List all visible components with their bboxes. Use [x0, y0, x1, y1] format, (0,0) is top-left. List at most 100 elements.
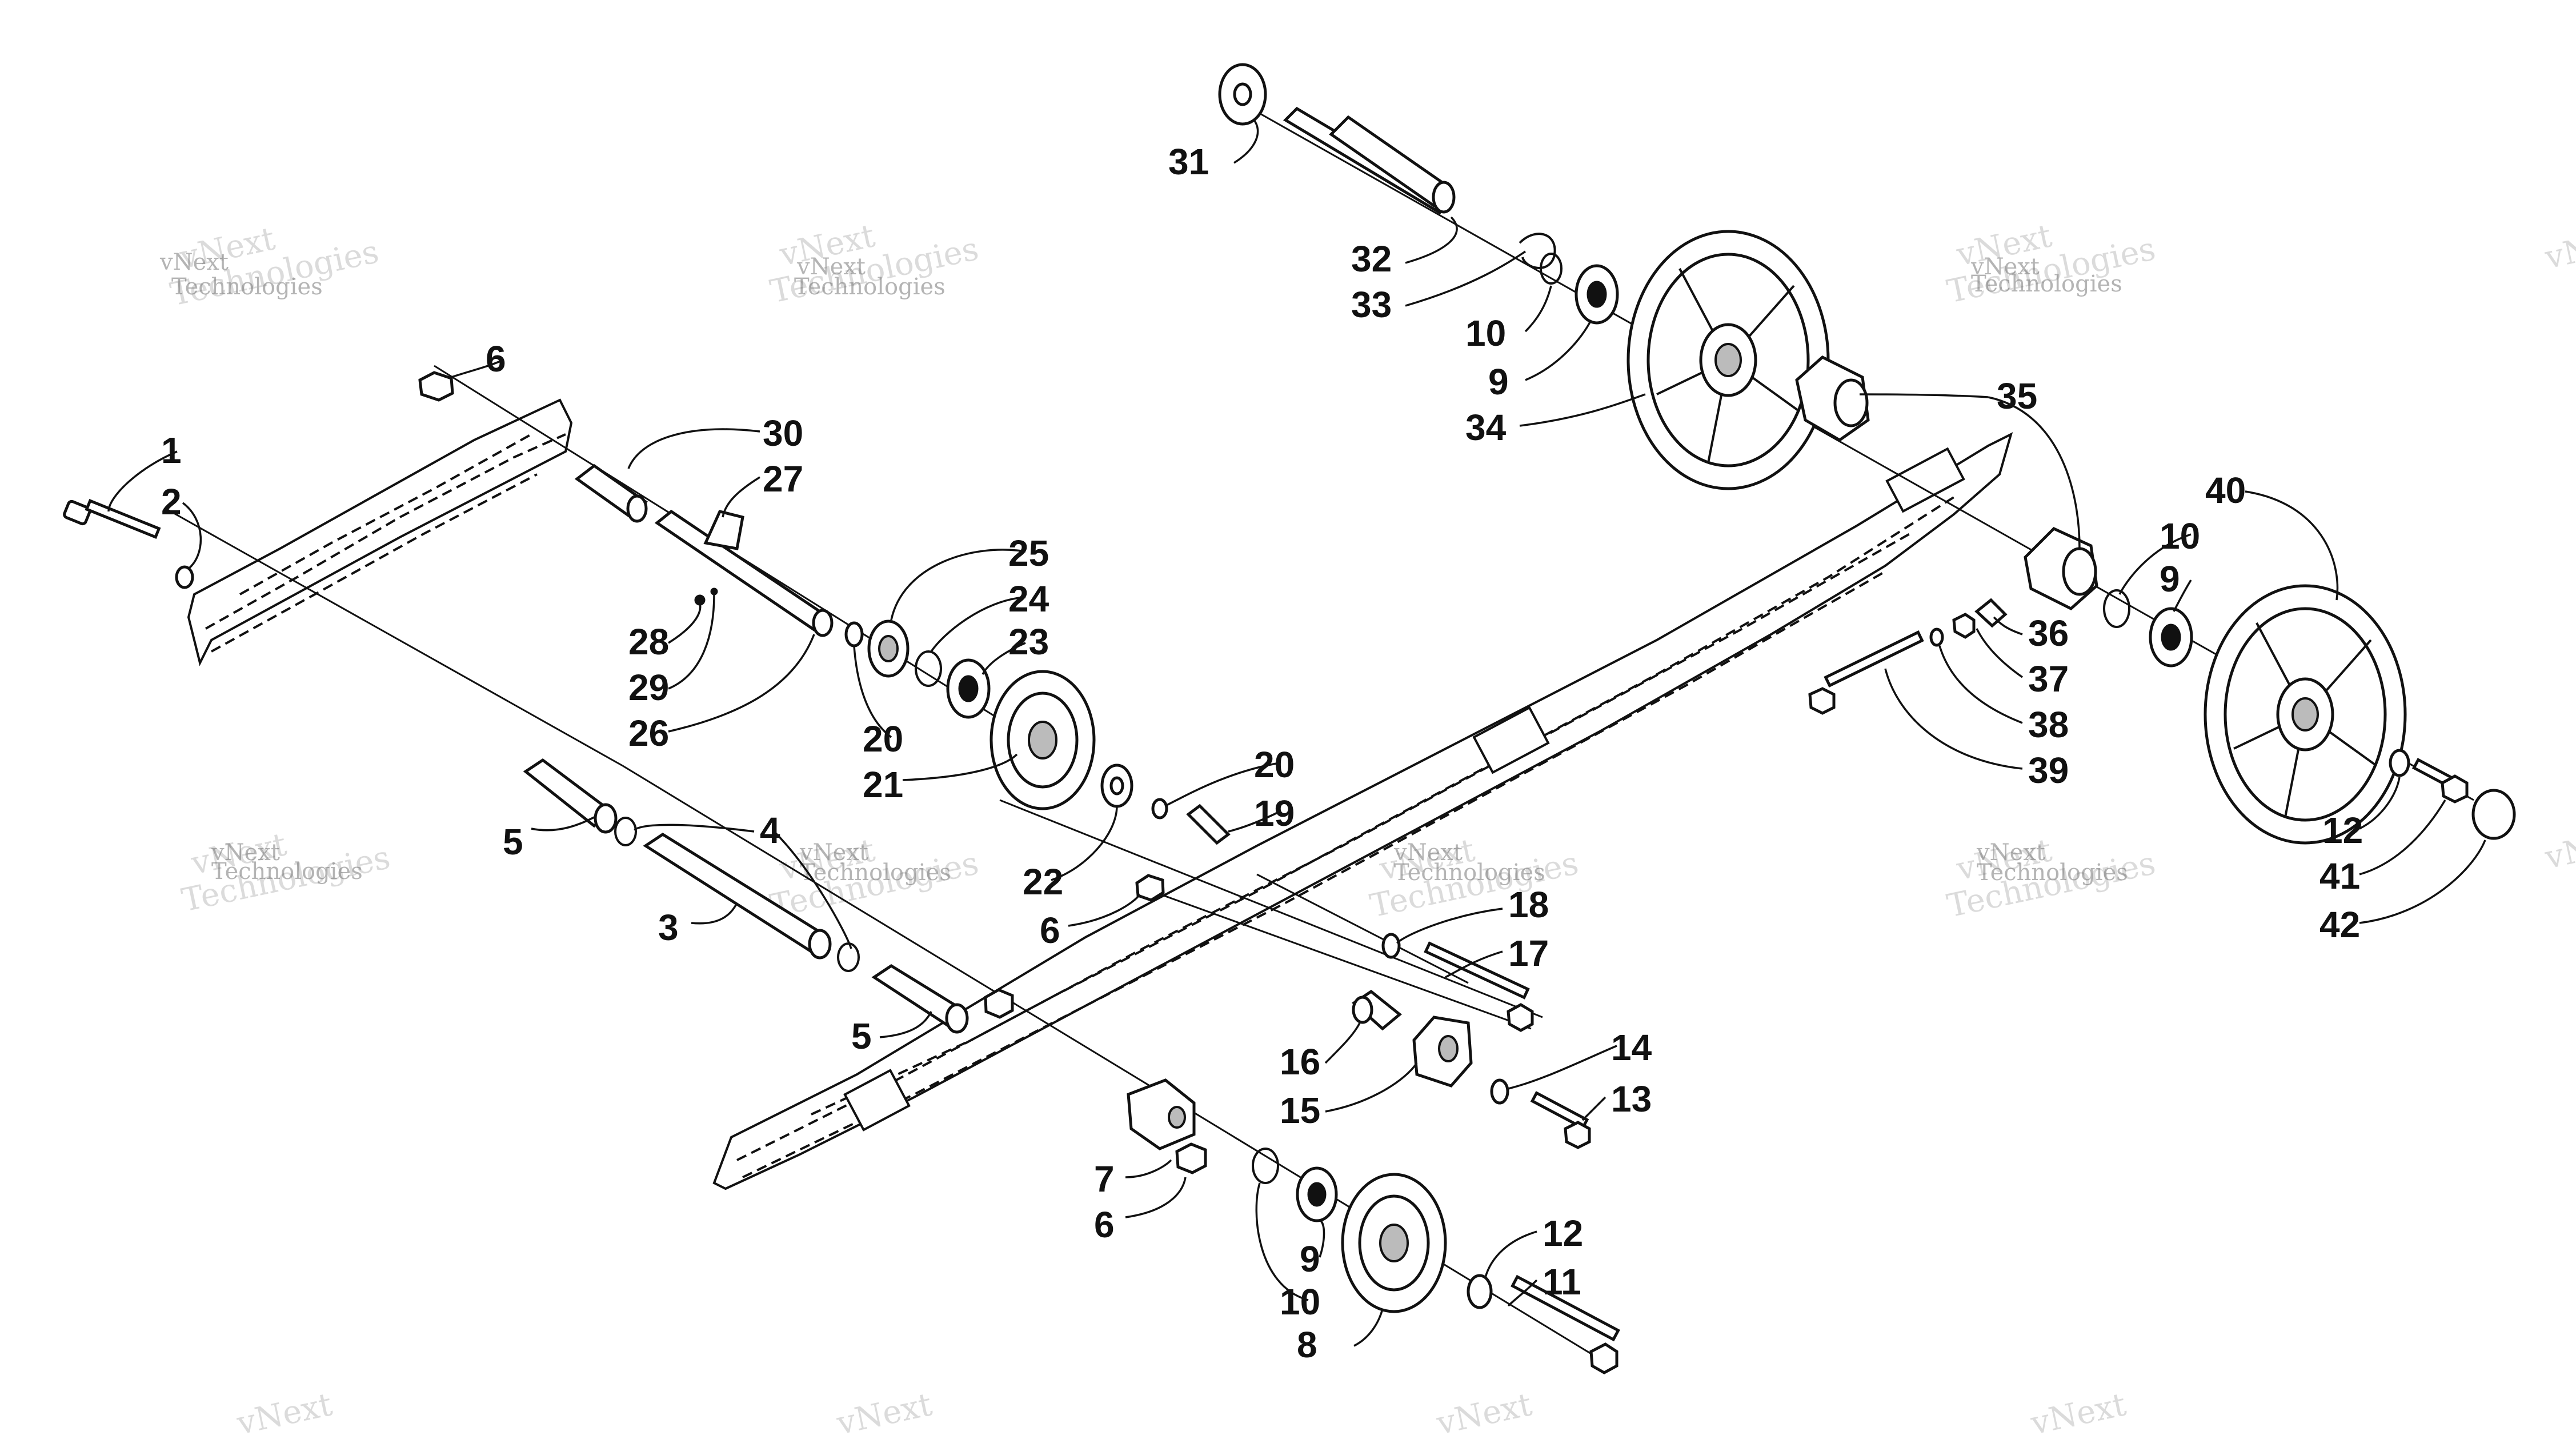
part-5-sleeve — [523, 758, 618, 834]
part-2-washer — [175, 565, 194, 589]
callout-label: 12 — [1543, 1213, 1583, 1254]
part-6-nut-c — [984, 988, 1014, 1019]
svg-text:vNext: vNext — [159, 249, 229, 275]
callout-label: 26 — [628, 713, 669, 754]
part-3-tube — [643, 833, 832, 960]
callout-label: 5 — [851, 1016, 872, 1057]
part-1-bolt — [63, 498, 161, 539]
svg-text:vNext: vNext — [799, 840, 868, 866]
watermark: vNext — [833, 1386, 935, 1442]
callout-label: 15 — [1280, 1090, 1320, 1131]
callout-label: 14 — [1611, 1027, 1652, 1068]
part-17-bolt — [1424, 941, 1534, 1032]
callout-label: 20 — [863, 718, 903, 760]
callout-label: 7 — [1094, 1158, 1115, 1200]
svg-text:Technologies: Technologies — [1977, 860, 2128, 886]
leader-lines — [107, 119, 2486, 1347]
callout-label: 37 — [2028, 658, 2069, 699]
callout-label: 13 — [1611, 1078, 1652, 1120]
callout-label: 31 — [1168, 141, 1209, 182]
part-18-washer — [1381, 933, 1401, 959]
part-14-washer — [1490, 1078, 1509, 1105]
part-37-nut — [1952, 613, 1976, 639]
part-24-snap-ring — [915, 650, 942, 687]
part-41-bolt — [2411, 758, 2469, 804]
callout-label: 1 — [161, 430, 182, 471]
callout-label: 28 — [628, 621, 669, 662]
part-6-nut-d — [1175, 1142, 1207, 1174]
callout-label: 40 — [2205, 470, 2246, 511]
svg-text:vNext: vNext — [1393, 840, 1463, 866]
watermark: vNext — [2541, 820, 2576, 877]
part-9-bearing-b — [1575, 264, 1619, 325]
callout-label: 12 — [2322, 810, 2363, 851]
svg-text:Technologies: Technologies — [1394, 860, 1545, 886]
part-35-hub — [1795, 355, 1870, 442]
callout-label: 30 — [763, 413, 803, 454]
callout-label: 8 — [1297, 1324, 1317, 1365]
callout-label: 29 — [628, 667, 669, 708]
callout-label: 3 — [658, 907, 679, 948]
part-13-bolt — [1530, 1091, 1591, 1149]
part-8-wheel — [1341, 1173, 1447, 1313]
watermark: vNext Technologies — [767, 217, 982, 311]
part-12-washer — [1467, 1274, 1493, 1309]
callout-label: 4 — [760, 810, 780, 851]
part-9-bearing — [1296, 1166, 1338, 1222]
callout-label: 6 — [1040, 910, 1060, 951]
part-11-bolt — [1511, 1274, 1620, 1374]
part-10-snap-ring — [1252, 1148, 1279, 1184]
part-31-washer — [1218, 63, 1267, 126]
callout-label: 35 — [1997, 375, 2037, 417]
callout-label: 25 — [1008, 533, 1049, 574]
callout-label: 9 — [1488, 361, 1509, 402]
part-10-snap-ring-b — [1540, 253, 1563, 285]
svg-text:vNext: vNext — [833, 1386, 935, 1442]
callout-label: 18 — [1508, 884, 1549, 925]
svg-text:vNext: vNext — [233, 1386, 335, 1442]
part-19-spacer — [1186, 804, 1231, 845]
part-36-spacer — [1974, 598, 2008, 628]
part-16-spacer — [1351, 989, 1402, 1031]
svg-text:vNext: vNext — [1970, 254, 2040, 280]
part-7-bracket — [1127, 1078, 1196, 1150]
svg-text:vNext: vNext — [1433, 1386, 1535, 1442]
callout-label: 10 — [1465, 313, 1506, 354]
part-4-ring-b — [837, 942, 860, 972]
part-21-wheel — [989, 670, 1096, 810]
part-32-axle — [1283, 106, 1456, 215]
callout-label: 22 — [1023, 861, 1063, 902]
svg-text:vNext: vNext — [2541, 820, 2576, 877]
callout-label: 36 — [2028, 613, 2069, 654]
callout-label: 16 — [1280, 1041, 1320, 1082]
svg-text:vNext: vNext — [796, 254, 866, 280]
left-slide-rail — [187, 398, 573, 666]
svg-text:vNext: vNext — [2027, 1386, 2129, 1442]
svg-text:Technologies: Technologies — [211, 858, 363, 885]
right-slide-rail — [712, 432, 2013, 1190]
callout-label: 39 — [2028, 750, 2069, 791]
part-42-dust-cap — [2471, 789, 2516, 840]
callout-label: 34 — [1465, 407, 1507, 448]
part-29-pin — [710, 587, 718, 595]
part-39-bolt — [1808, 630, 1924, 715]
svg-text:Technologies: Technologies — [800, 860, 951, 886]
callout-label: 6 — [1094, 1204, 1115, 1245]
svg-text:Technologies: Technologies — [171, 274, 323, 300]
part-10-snap-ring-c — [2103, 589, 2130, 628]
part-25-spacer — [867, 619, 910, 678]
callout-label: 17 — [1508, 933, 1549, 974]
part-27-arm-shaft — [654, 509, 834, 637]
part-15-bracket-block — [1412, 1016, 1473, 1088]
callout-label: 2 — [161, 481, 182, 522]
callout-label: 42 — [2319, 904, 2360, 945]
part-38-washer — [1929, 627, 1944, 647]
svg-text:vNext: vNext — [211, 840, 280, 866]
watermark: vNext — [2541, 220, 2576, 277]
callout-label: 9 — [1300, 1238, 1320, 1280]
callout-label: 27 — [763, 458, 803, 499]
callout-labels: 1 2 3 4 5 5 6 6 6 7 8 9 9 9 10 10 10 11 … — [161, 141, 2363, 1365]
part-34-idler-wheel — [1626, 230, 1830, 490]
callout-label: 33 — [1351, 284, 1392, 325]
